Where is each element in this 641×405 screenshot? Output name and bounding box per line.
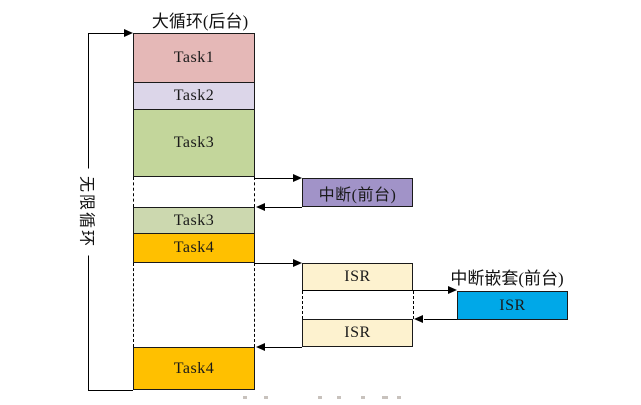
nested-entry-line bbox=[302, 290, 448, 291]
block-isr-first: ISR bbox=[302, 263, 413, 291]
gap1-right-dash bbox=[254, 177, 255, 207]
block-task1: Task1 bbox=[133, 33, 255, 83]
nested-entry-arrowhead-icon bbox=[448, 286, 457, 294]
interrupt-return-arrowhead-icon bbox=[256, 203, 265, 211]
block-interrupt-foreground: 中断(前台) bbox=[302, 178, 413, 207]
isr-entry-arrowhead-icon bbox=[293, 259, 302, 267]
loop-bottom-line bbox=[88, 390, 133, 391]
interrupt-return-line bbox=[265, 207, 302, 208]
caption-fragment bbox=[318, 396, 322, 399]
isr-entry-line bbox=[255, 263, 295, 264]
caption-fragment bbox=[337, 396, 341, 399]
loop-arrowhead-icon bbox=[124, 29, 133, 37]
isr-gap-left-dash bbox=[302, 291, 303, 319]
big-loop-title: 大循环(后台) bbox=[151, 12, 249, 31]
nested-interrupt-title: 中断嵌套(前台) bbox=[450, 269, 564, 288]
block-task2: Task2 bbox=[133, 82, 255, 110]
interrupt-entry-arrowhead-icon bbox=[293, 174, 302, 182]
isr-gap-right-dash bbox=[413, 291, 414, 319]
isr-return-line bbox=[265, 347, 302, 348]
infinite-loop-label: 无限循环 bbox=[76, 168, 95, 256]
loop-top-line bbox=[88, 33, 125, 34]
block-task3-resume: Task3 bbox=[133, 207, 255, 234]
nested-return-line bbox=[424, 319, 457, 320]
caption-fragment bbox=[382, 396, 388, 399]
block-task4-resume: Task4 bbox=[133, 347, 255, 390]
caption-fragment bbox=[397, 396, 401, 399]
caption-fragment bbox=[361, 396, 365, 399]
gap2-left-dash bbox=[133, 263, 134, 347]
nested-return-arrowhead-icon bbox=[414, 315, 423, 323]
gap2-right-dash bbox=[254, 263, 255, 347]
caption-fragment bbox=[264, 396, 268, 399]
caption-fragment bbox=[243, 396, 247, 399]
block-isr-second: ISR bbox=[302, 319, 413, 347]
block-task3: Task3 bbox=[133, 109, 255, 177]
isr-return-arrowhead-icon bbox=[256, 343, 265, 351]
gap1-left-dash bbox=[133, 177, 134, 207]
block-task4: Task4 bbox=[133, 233, 255, 263]
interrupt-entry-line bbox=[255, 178, 295, 179]
block-isr-nested: ISR bbox=[457, 291, 568, 320]
